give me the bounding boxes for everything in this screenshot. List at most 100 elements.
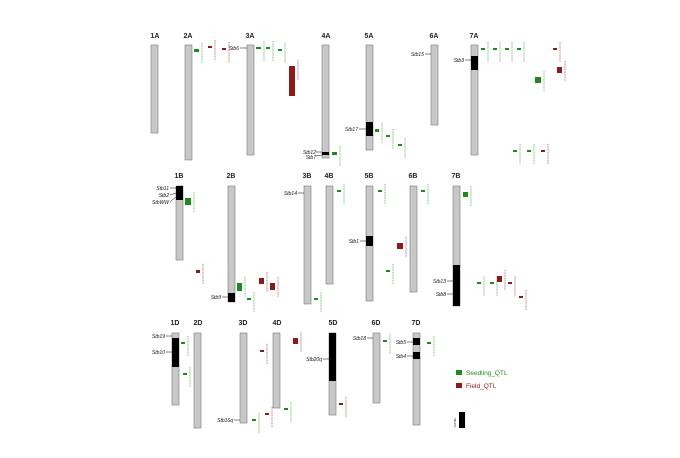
stb-gene-Stb14: Stb14 <box>284 191 304 197</box>
seedling-qtl-mark <box>314 298 318 300</box>
chr-label-2A: 2A <box>184 33 193 40</box>
chr-label-3B: 3B <box>303 173 312 180</box>
chromosome-1D <box>171 332 180 406</box>
stb-gene-Stb6: Stb6 <box>229 46 247 52</box>
stb-gene-Stb10: Stb10 <box>152 350 172 356</box>
stb-region-2B <box>228 293 235 302</box>
chromosome-2A <box>184 44 193 161</box>
legend-seedling-swatch <box>456 370 462 375</box>
stb-gene-Stb12: Stb12 <box>303 150 322 156</box>
chr-label-4B: 4B <box>325 173 334 180</box>
field-qtl-mark <box>339 403 343 405</box>
chr-label-4D: 4D <box>273 320 282 327</box>
seedling-qtl-mark <box>337 190 341 192</box>
svg-text:Stb20q: Stb20q <box>306 357 322 363</box>
field-qtl-mark <box>293 338 298 344</box>
stb-region-7D-b <box>413 352 420 359</box>
seedling-qtl-mark <box>481 48 485 50</box>
chromosome-6B <box>409 185 418 293</box>
stb-gene-Stb7: Stb7 <box>306 154 323 161</box>
svg-text:Stb7: Stb7 <box>306 155 317 161</box>
svg-text:Stb5: Stb5 <box>396 340 407 346</box>
seedling-qtl-mark <box>477 282 481 284</box>
chromosome-4B <box>325 185 334 285</box>
chromosome-7D <box>412 332 421 426</box>
seedling-qtl-mark <box>266 47 270 49</box>
stb-gene-Stb2: Stb2 <box>159 192 177 199</box>
chr-label-5A: 5A <box>365 33 374 40</box>
stb-gene-Stb11: Stb11 <box>156 186 176 192</box>
stb-region-5B <box>366 236 373 246</box>
seedling-qtl-mark <box>375 129 379 132</box>
chromosome-3D <box>239 332 248 424</box>
chr-label-6B: 6B <box>409 173 418 180</box>
stb-gene-Stb3: Stb3 <box>454 58 471 64</box>
chr-label-6D: 6D <box>372 320 381 327</box>
chromosome-3B <box>303 185 312 305</box>
stb-gene-Stb16q: Stb16q <box>217 418 240 424</box>
chr-label-2D: 2D <box>194 320 203 327</box>
seedling-qtl-mark <box>185 198 191 205</box>
svg-text:Stb9: Stb9 <box>211 295 222 301</box>
seedling-qtl-mark <box>386 270 390 272</box>
chr-label-7A: 7A <box>470 33 479 40</box>
svg-text:Stb12: Stb12 <box>303 150 316 156</box>
field-qtl-mark <box>541 150 545 152</box>
field-qtl-mark <box>397 243 403 249</box>
chromosome-7A <box>470 44 479 156</box>
stb-gene-Stb20q: Stb20q <box>306 357 329 363</box>
svg-text:Stb16q: Stb16q <box>217 418 233 424</box>
seedling-qtl-mark <box>427 342 431 344</box>
seedling-qtl-mark <box>398 144 402 146</box>
seedling-qtl-mark <box>383 340 387 342</box>
svg-text:Stb17: Stb17 <box>345 127 358 133</box>
stb-gene-Stb13: Stb13 <box>433 279 453 285</box>
stb-region-1B <box>176 186 183 200</box>
svg-text:StbWW: StbWW <box>152 200 170 206</box>
legend-field-swatch <box>456 383 462 388</box>
chr-label-7D: 7D <box>412 320 421 327</box>
chr-label-4A: 4A <box>322 33 331 40</box>
chr-label-1D: 1D <box>171 320 180 327</box>
chr-label-3A: 3A <box>246 33 255 40</box>
svg-text:Stb2: Stb2 <box>159 193 170 199</box>
stb-gene-Stb19: Stb19 <box>152 334 172 340</box>
svg-text:Stb3: Stb3 <box>454 58 465 64</box>
field-qtl-mark <box>553 48 557 50</box>
stb-gene-Stb18: Stb18 <box>353 336 373 342</box>
chr-label-5B: 5B <box>365 173 374 180</box>
svg-text:Stb10: Stb10 <box>152 350 165 356</box>
svg-text:Stb6: Stb6 <box>229 46 240 52</box>
field-qtl-mark <box>222 48 226 50</box>
seedling-qtl-mark <box>386 135 390 137</box>
legend-field-label: Field_QTL <box>466 383 497 390</box>
field-qtl-mark <box>270 283 275 290</box>
seedling-qtl-mark <box>527 150 531 152</box>
field-qtl-mark <box>497 276 502 282</box>
seedling-qtl-mark <box>278 49 282 51</box>
seedling-qtl-mark <box>247 298 251 300</box>
field-qtl-mark <box>508 282 512 284</box>
scale-bar: 100 Mb <box>453 412 465 428</box>
stb-gene-Stb8: Stb8 <box>436 292 453 298</box>
svg-text:Stb19: Stb19 <box>152 334 165 340</box>
chr-label-7B: 7B <box>452 173 461 180</box>
chromosome-5A <box>365 44 374 151</box>
chr-label-2B: 2B <box>227 173 236 180</box>
stb-gene-Stb17: Stb17 <box>345 127 366 133</box>
stb-region-1D <box>172 338 179 367</box>
chromosome-6A <box>430 44 439 126</box>
stb-region-7A <box>471 56 478 70</box>
seedling-qtl-mark <box>252 419 256 421</box>
svg-text:Stb13: Stb13 <box>433 279 446 285</box>
chr-label-5D: 5D <box>329 320 338 327</box>
field-qtl-mark <box>557 67 562 73</box>
svg-text:Stb11: Stb11 <box>156 186 169 192</box>
stb-region-7D-a <box>413 338 420 345</box>
seedling-qtl-mark <box>421 190 425 192</box>
seedling-qtl-mark <box>332 152 337 155</box>
seedling-qtl-mark <box>517 48 521 50</box>
seedling-qtl-mark <box>493 48 497 50</box>
seedling-qtl-mark <box>183 373 187 375</box>
chromosome-2D <box>193 332 202 429</box>
